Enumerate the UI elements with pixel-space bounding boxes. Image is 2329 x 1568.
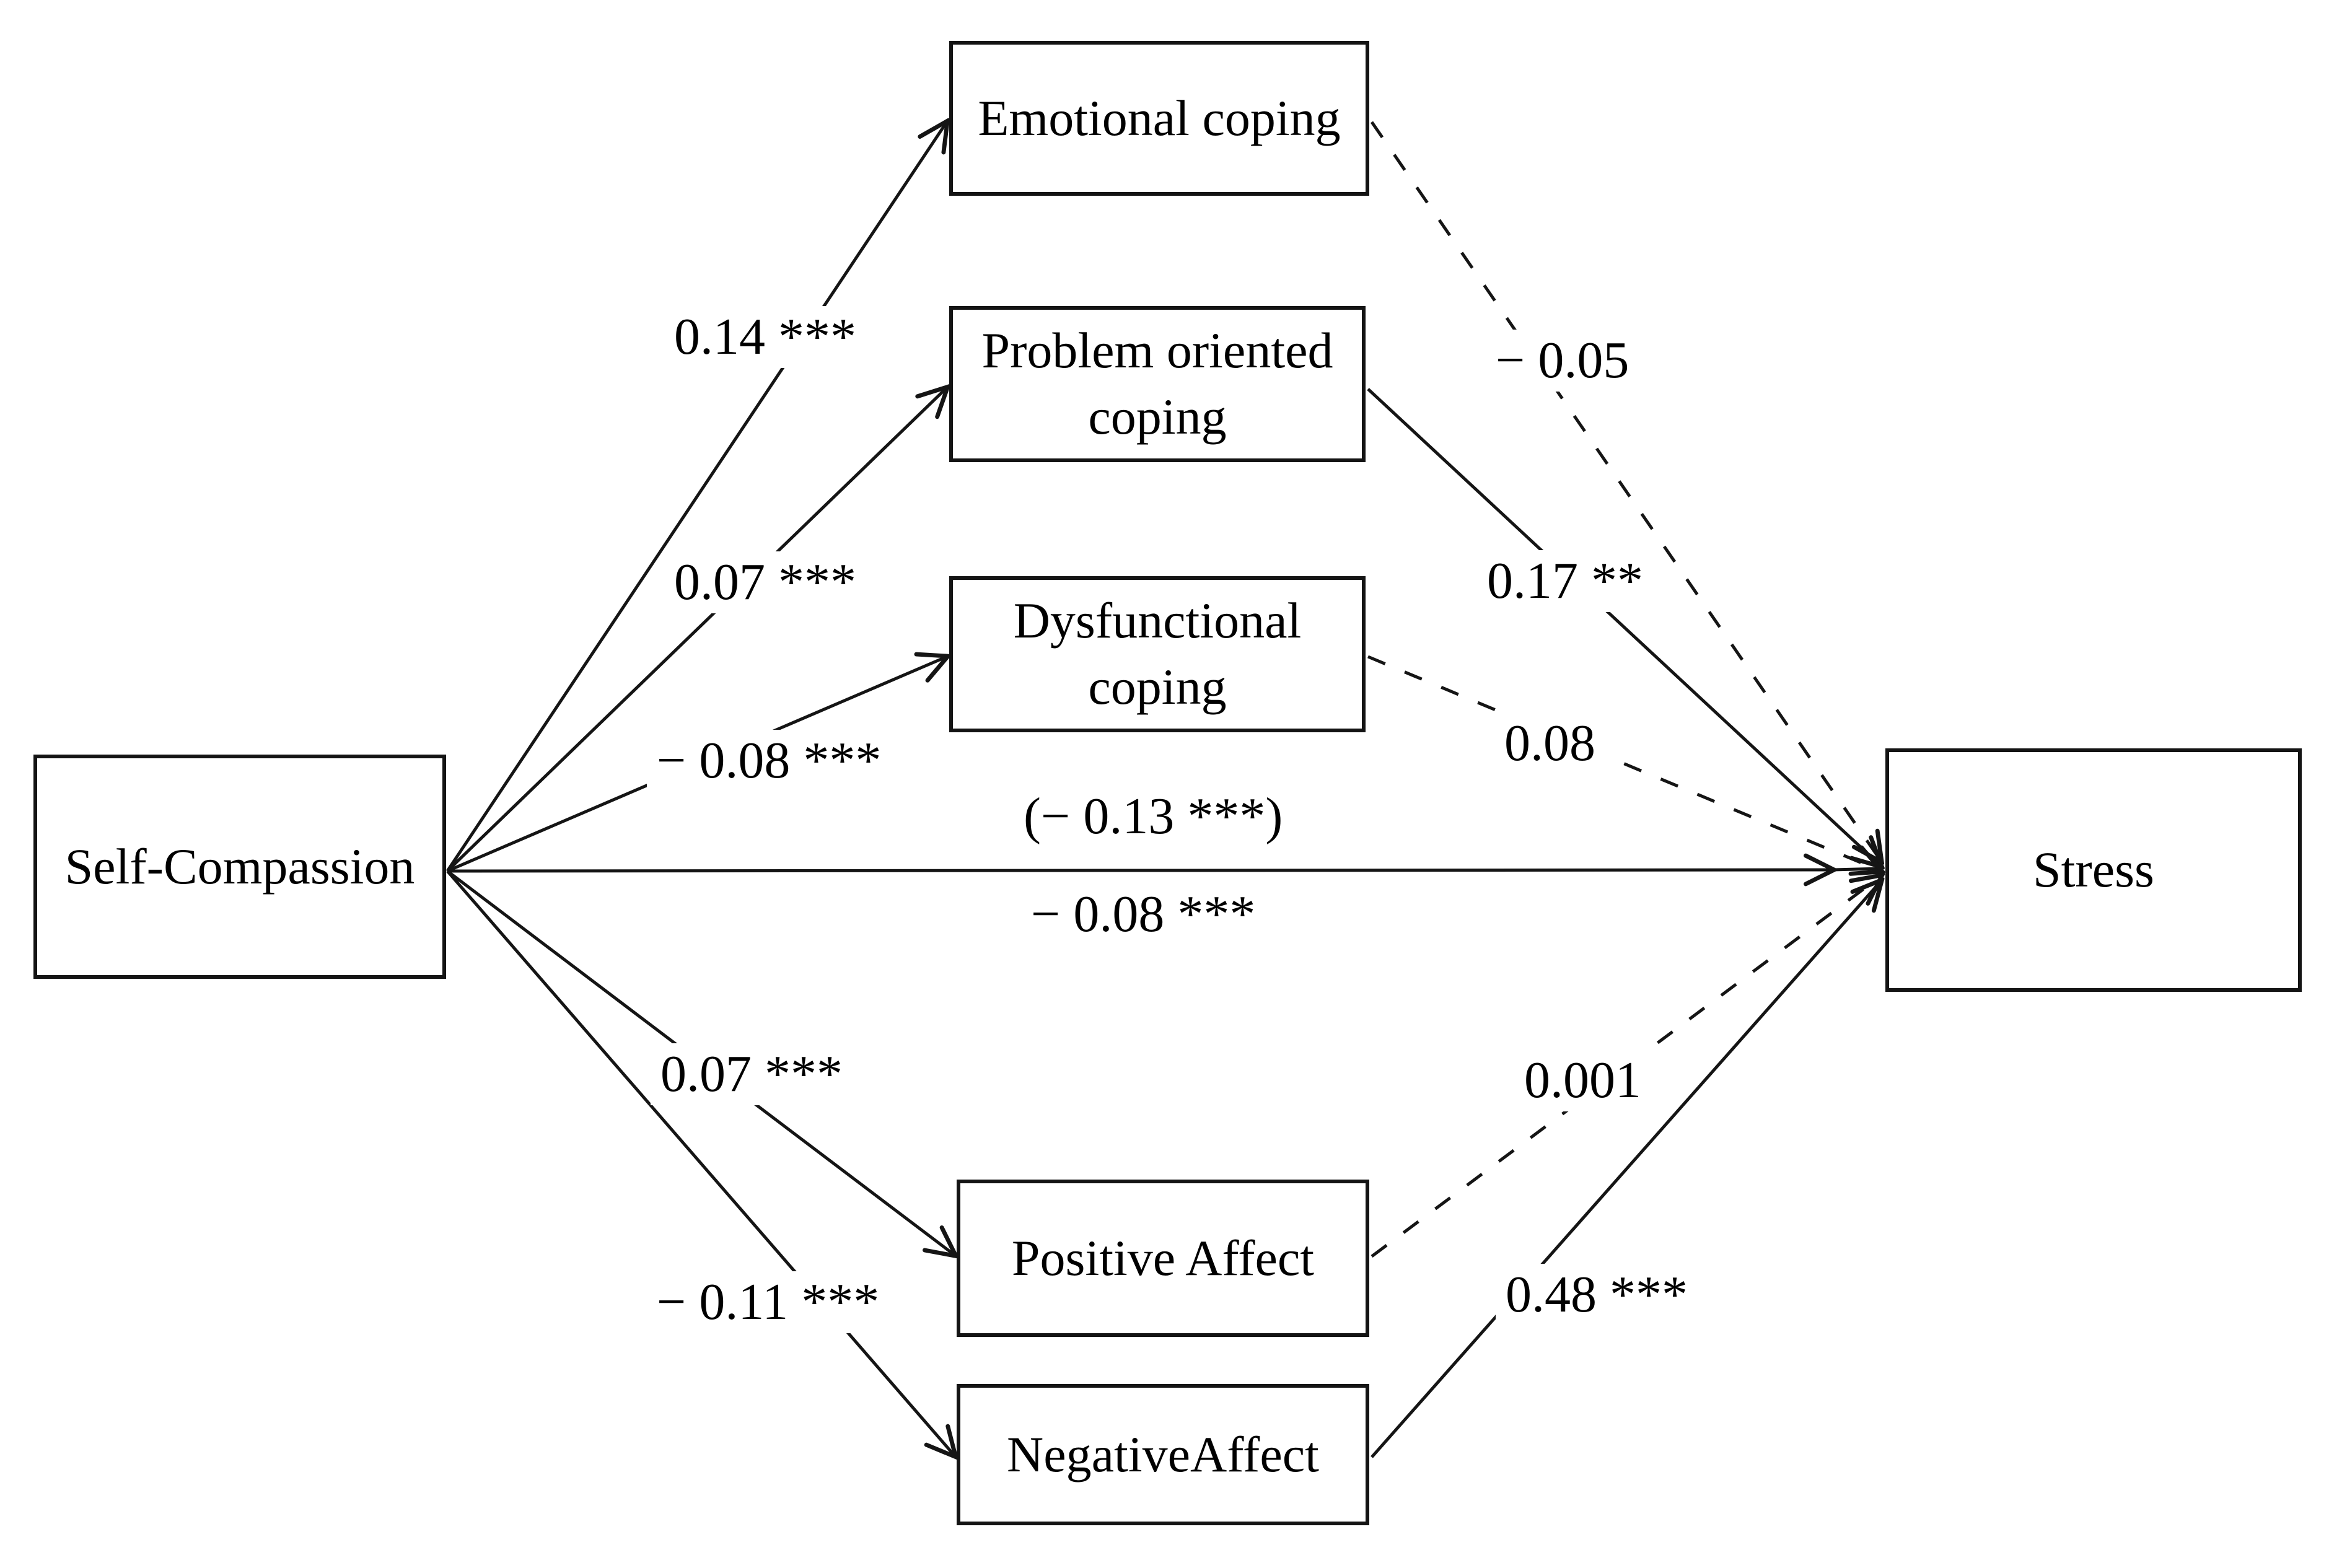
path-emotional-coping-to-stress (1370, 121, 1881, 861)
path-self-compassion-to-stress-direct (447, 870, 1833, 871)
coefficient-self-compassion-negative: − 0.11 *** (647, 1271, 890, 1333)
path-dysfunctional-coping-to-stress (1367, 655, 1881, 871)
node-self-compassion: Self-Compassion (33, 755, 446, 979)
node-problem-oriented-coping: Problem oriented coping (949, 306, 1366, 462)
coefficient-problem-stress: 0.17 ** (1477, 550, 1653, 612)
path-negative-affect-to-stress (1371, 881, 1881, 1458)
node-negative-affect: NegativeAffect (957, 1384, 1369, 1525)
node-stress: Stress (1885, 748, 2302, 992)
coefficient-self-compassion-emotional: 0.14 *** (664, 306, 866, 368)
coefficient-self-compassion-positive: 0.07 *** (651, 1043, 853, 1105)
path-self-compassion-to-stress-direct-tip (1832, 867, 1882, 872)
path-self-compassion-to-negative-affect (446, 870, 955, 1456)
path-self-compassion-to-problem-coping (446, 388, 947, 872)
node-dysfunctional-coping: Dysfunctional coping (949, 576, 1366, 732)
node-positive-affect: Positive Affect (957, 1180, 1369, 1337)
path-self-compassion-to-emotional-coping (445, 122, 947, 872)
coefficient-dysfunctional-stress: 0.08 (1494, 712, 1605, 774)
coefficient-direct-effect: − 0.08 *** (1021, 883, 1266, 945)
node-emotional-coping: Emotional coping (949, 41, 1369, 196)
path-problem-coping-to-stress (1367, 388, 1881, 866)
coefficient-self-compassion-dysfunctional: − 0.08 *** (647, 730, 892, 792)
coefficient-positive-stress: 0.001 (1514, 1049, 1651, 1111)
coefficient-total-effect: (− 0.13 ***) (1014, 786, 1293, 848)
coefficient-self-compassion-problem: 0.07 *** (664, 551, 866, 613)
coefficient-emotional-stress: − 0.05 (1486, 330, 1639, 392)
coefficient-negative-stress: 0.48 *** (1496, 1264, 1698, 1326)
